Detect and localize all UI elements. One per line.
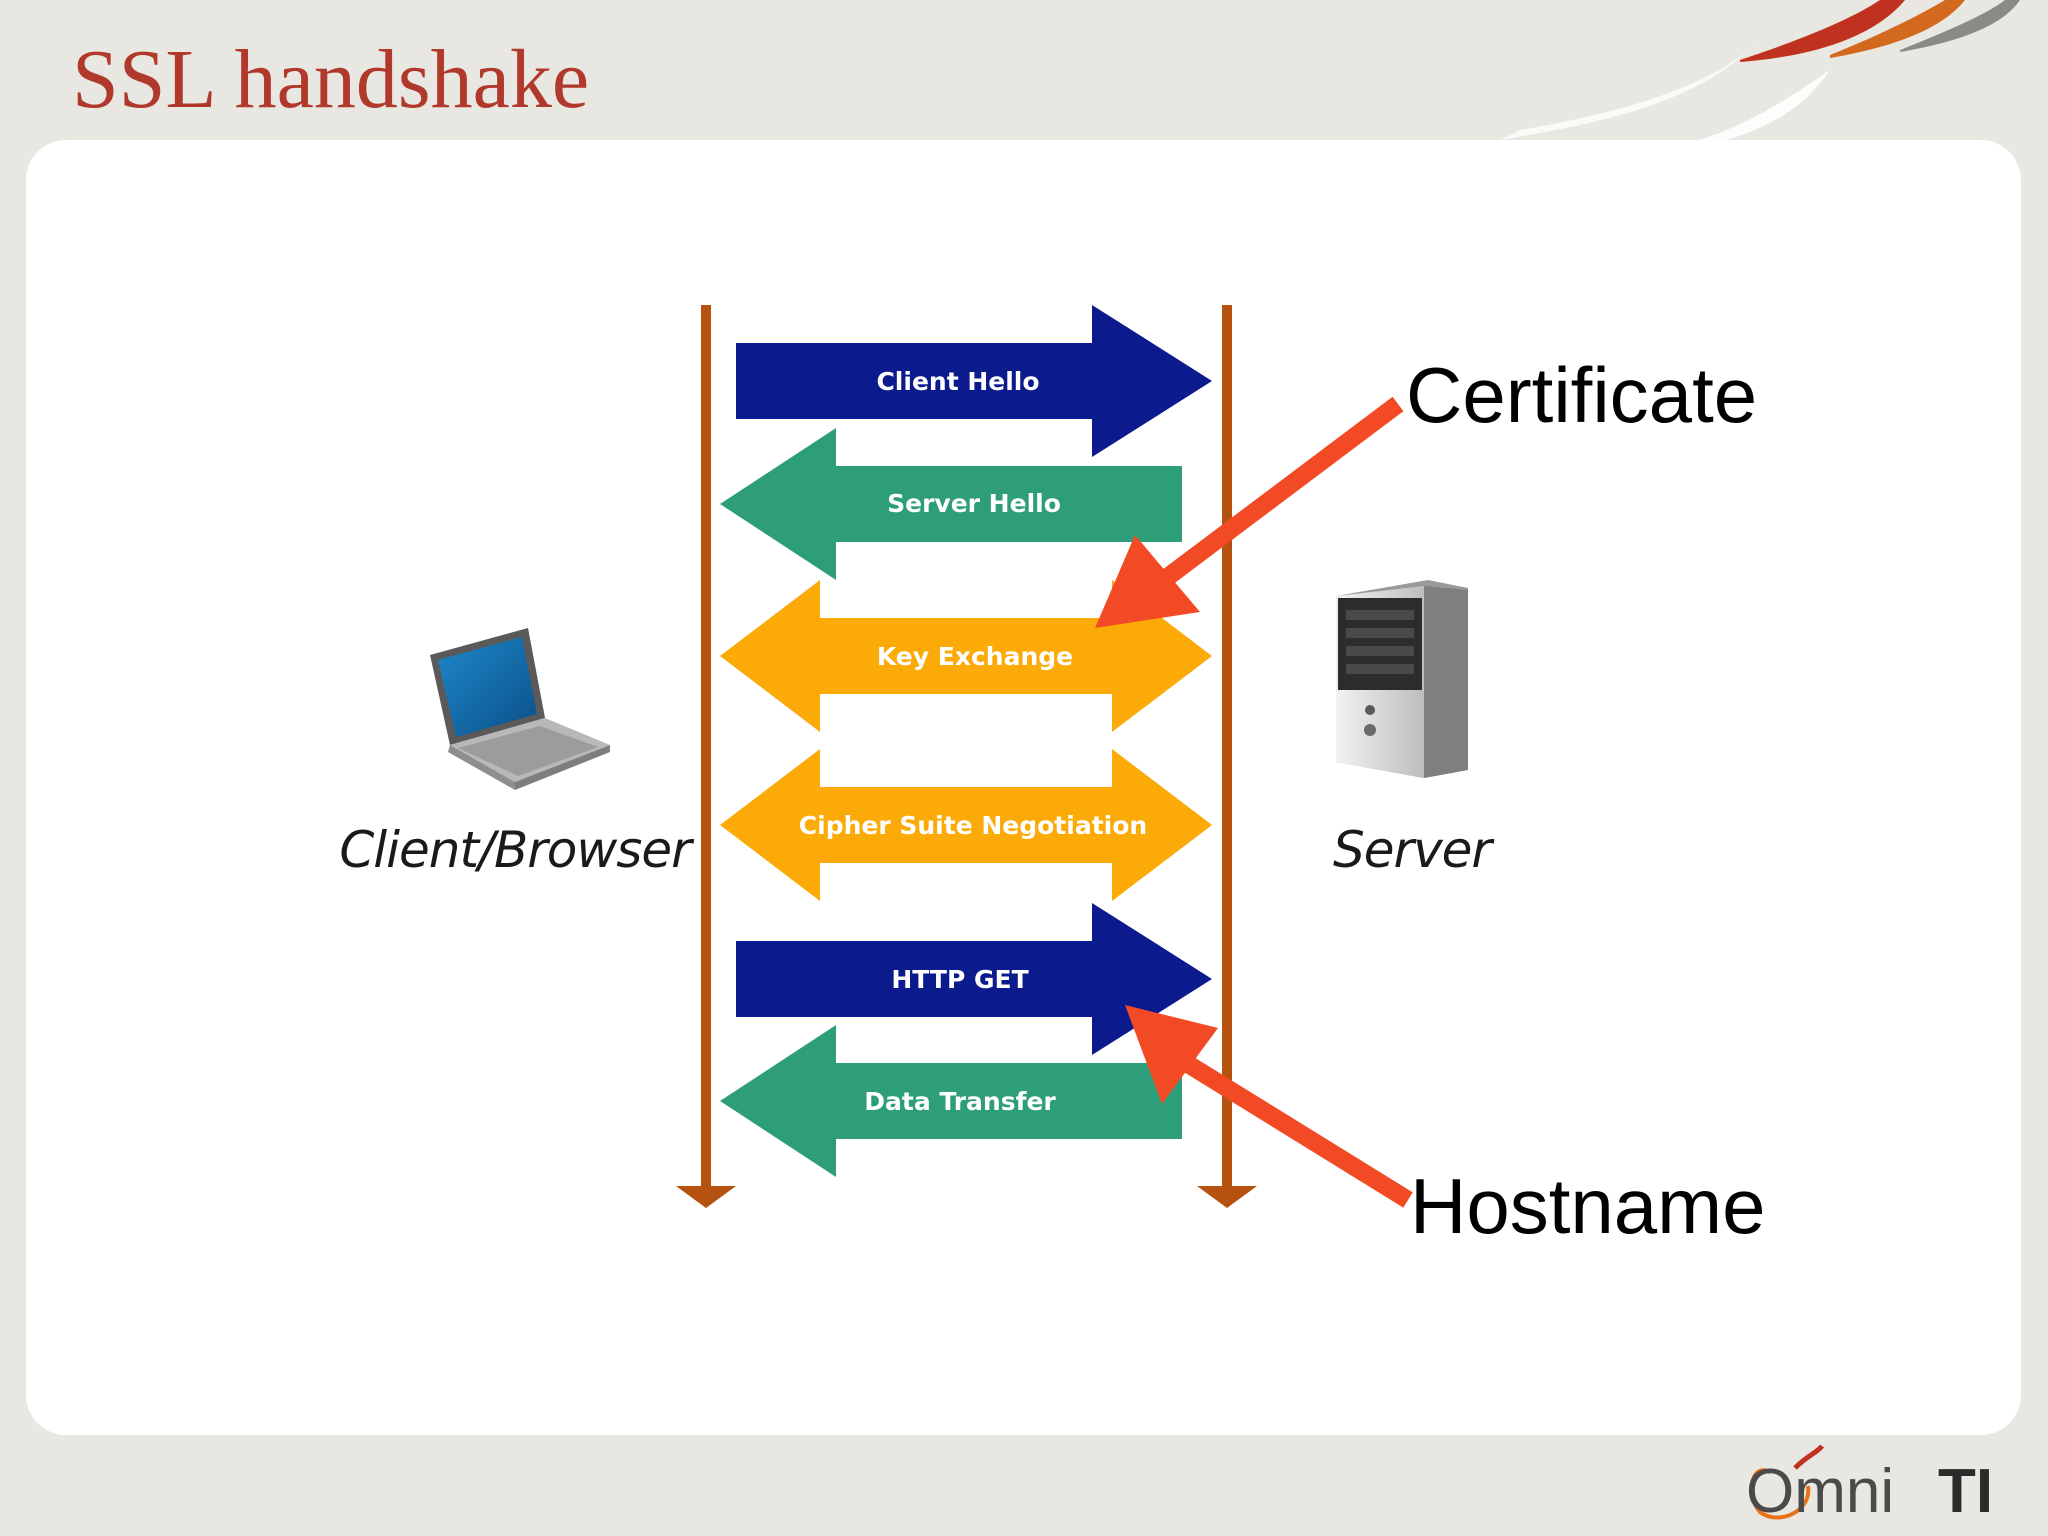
logo-text-ti: TI (1938, 1457, 1993, 1526)
laptop-icon (430, 628, 610, 790)
message-label: HTTP GET (891, 965, 1028, 994)
certificate-callout-label: Certificate (1406, 351, 1757, 439)
hostname-callout-arrow (1125, 1005, 1413, 1208)
server-tower-icon (1336, 580, 1468, 778)
message-server-hello: Server Hello (720, 428, 1182, 580)
message-label: Key Exchange (877, 642, 1073, 671)
message-cipher-suite-negotiation: Cipher Suite Negotiation (720, 749, 1212, 901)
client-lifeline (676, 305, 736, 1208)
slide-title: SSL handshake (72, 33, 590, 126)
header-swoosh-decoration (1500, 0, 2020, 142)
logo-text-omni: Omni (1746, 1457, 1894, 1526)
message-key-exchange: Key Exchange (720, 580, 1212, 732)
certificate-callout-arrow (1095, 396, 1404, 628)
message-label: Cipher Suite Negotiation (799, 811, 1147, 840)
message-label: Data Transfer (864, 1087, 1056, 1116)
omniti-logo (1749, 1444, 1825, 1520)
server-lifeline (1197, 305, 1257, 1208)
message-http-get: HTTP GET (736, 903, 1212, 1055)
message-label: Client Hello (876, 367, 1039, 396)
message-data-transfer: Data Transfer (720, 1025, 1182, 1177)
message-client-hello: Client Hello (736, 305, 1212, 457)
client-browser-label: Client/Browser (339, 821, 695, 879)
message-label: Server Hello (887, 489, 1061, 518)
hostname-callout-label: Hostname (1410, 1162, 1766, 1250)
server-label: Server (1333, 821, 1495, 879)
